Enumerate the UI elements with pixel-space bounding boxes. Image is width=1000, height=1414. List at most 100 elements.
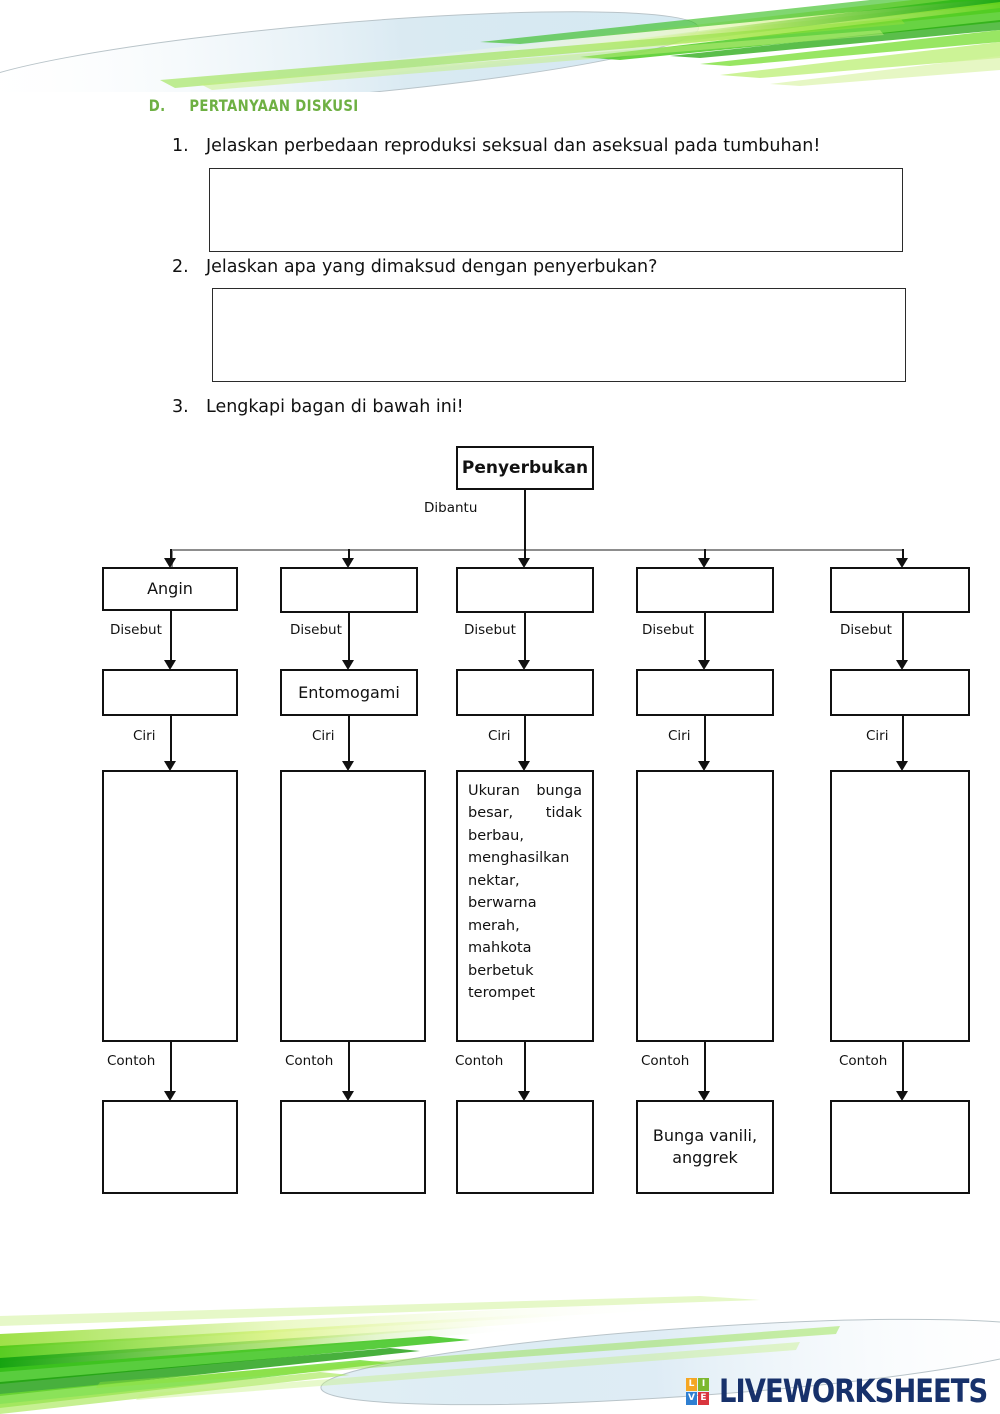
col1-agent-node[interactable]: Angin	[102, 567, 238, 611]
col4-example-node[interactable]: Bunga vanili, anggrek	[636, 1100, 774, 1194]
section-heading: D. PERTANYAAN DISKUSI	[148, 96, 366, 115]
col1-traits-arrow	[164, 761, 176, 771]
logo-tile-e: E	[698, 1391, 709, 1405]
col3-agent-arrow	[518, 558, 530, 568]
col5-name-node[interactable]	[830, 669, 970, 716]
col1-example-arrow	[164, 1091, 176, 1101]
col5-agent-arrow	[896, 558, 908, 568]
col3-agent-node[interactable]	[456, 567, 594, 613]
question-2: 2. Jelaskan apa yang dimaksud dengan peny…	[172, 257, 657, 277]
col1-example-node[interactable]	[102, 1100, 238, 1194]
col5-contoh-line	[902, 1042, 904, 1096]
logo-tile-i: I	[698, 1377, 709, 1391]
col3-traits-text: Ukuran bunga besar, tidak berbau, mengha…	[468, 783, 582, 1002]
col3-name-node[interactable]	[456, 669, 594, 716]
distribution-bar	[171, 549, 903, 551]
col3-disebut-line	[524, 613, 526, 665]
col4-drop-line	[704, 549, 706, 563]
col4-edge-disebut: Disebut	[642, 622, 694, 638]
col1-drop-line	[170, 549, 172, 563]
col1-ciri-line	[170, 716, 172, 766]
col5-traits-node[interactable]	[830, 770, 970, 1042]
answer-box-1[interactable]	[209, 168, 903, 252]
logo-tile-l: L	[686, 1377, 697, 1391]
col5-ciri-line	[902, 716, 904, 766]
col3-traits-arrow	[518, 761, 530, 771]
col3-name-arrow	[518, 660, 530, 670]
col4-traits-node[interactable]	[636, 770, 774, 1042]
col2-edge-disebut: Disebut	[290, 622, 342, 638]
edge-label-dibantu: Dibantu	[424, 500, 478, 516]
col4-edge-contoh: Contoh	[641, 1053, 690, 1069]
col1-disebut-line	[170, 611, 172, 665]
col5-example-node[interactable]	[830, 1100, 970, 1194]
logo-wordmark: LIVEWORKSHEETS	[712, 1372, 994, 1410]
col2-agent-arrow	[342, 558, 354, 568]
col1-agent-arrow	[164, 558, 176, 568]
col2-drop-line	[348, 549, 350, 563]
logo-tile-v: V	[686, 1391, 697, 1405]
col4-agent-node[interactable]	[636, 567, 774, 613]
answer-box-2[interactable]	[212, 288, 906, 382]
col5-disebut-line	[902, 613, 904, 665]
col2-example-node[interactable]	[280, 1100, 426, 1194]
logo-wordmark-text: LIVEWORKSHEETS	[719, 1372, 988, 1410]
col3-edge-ciri: Ciri	[488, 728, 511, 744]
root-connector-line	[524, 490, 526, 550]
question-1-number: 1.	[172, 136, 189, 156]
col3-contoh-line	[524, 1042, 526, 1096]
col2-traits-node[interactable]	[280, 770, 426, 1042]
question-3: 3. Lengkapi bagan di bawah ini!	[172, 397, 464, 417]
col3-example-arrow	[518, 1091, 530, 1101]
col2-edge-ciri: Ciri	[312, 728, 335, 744]
col5-traits-arrow	[896, 761, 908, 771]
col2-edge-contoh: Contoh	[285, 1053, 334, 1069]
col4-edge-ciri: Ciri	[668, 728, 691, 744]
col5-edge-ciri: Ciri	[866, 728, 889, 744]
col4-name-node[interactable]	[636, 669, 774, 716]
col3-ciri-line	[524, 716, 526, 766]
col2-example-arrow	[342, 1091, 354, 1101]
question-2-number: 2.	[172, 257, 189, 277]
question-2-text: Jelaskan apa yang dimaksud dengan penyer…	[206, 257, 658, 277]
col5-edge-contoh: Contoh	[839, 1053, 888, 1069]
logo-letter-grid: L I V E	[686, 1377, 709, 1405]
col4-contoh-line	[704, 1042, 706, 1096]
col5-agent-node[interactable]	[830, 567, 970, 613]
col2-disebut-line	[348, 613, 350, 665]
chart-root-node[interactable]: Penyerbukan	[456, 446, 594, 490]
col4-agent-arrow	[698, 558, 710, 568]
col1-contoh-line	[170, 1042, 172, 1096]
col2-name-arrow	[342, 660, 354, 670]
col1-edge-disebut: Disebut	[110, 622, 162, 638]
liveworksheets-logo: L I V E LIVEWORKSHEETS	[686, 1372, 994, 1410]
col1-edge-contoh: Contoh	[107, 1053, 156, 1069]
col5-drop-line	[902, 549, 904, 563]
col4-disebut-line	[704, 613, 706, 665]
col2-contoh-line	[348, 1042, 350, 1096]
col1-name-node[interactable]	[102, 669, 238, 716]
col4-example-arrow	[698, 1091, 710, 1101]
col5-name-arrow	[896, 660, 908, 670]
section-letter: D.	[148, 96, 166, 115]
question-3-number: 3.	[172, 397, 189, 417]
col3-edge-contoh: Contoh	[455, 1053, 504, 1069]
col1-traits-node[interactable]	[102, 770, 238, 1042]
question-3-text: Lengkapi bagan di bawah ini!	[206, 397, 464, 417]
col1-name-arrow	[164, 660, 176, 670]
col2-agent-node[interactable]	[280, 567, 418, 613]
col3-drop-line	[524, 549, 526, 563]
col2-traits-arrow	[342, 761, 354, 771]
question-1-text: Jelaskan perbedaan reproduksi seksual da…	[206, 136, 821, 156]
col4-traits-arrow	[698, 761, 710, 771]
col3-traits-node[interactable]: Ukuran bunga besar, tidak berbau, mengha…	[456, 770, 594, 1042]
section-title: PERTANYAAN DISKUSI	[189, 96, 360, 115]
col3-example-node[interactable]	[456, 1100, 594, 1194]
col4-ciri-line	[704, 716, 706, 766]
col2-ciri-line	[348, 716, 350, 766]
col2-name-node[interactable]: Entomogami	[280, 669, 418, 716]
col3-edge-disebut: Disebut	[464, 622, 516, 638]
col1-edge-ciri: Ciri	[133, 728, 156, 744]
